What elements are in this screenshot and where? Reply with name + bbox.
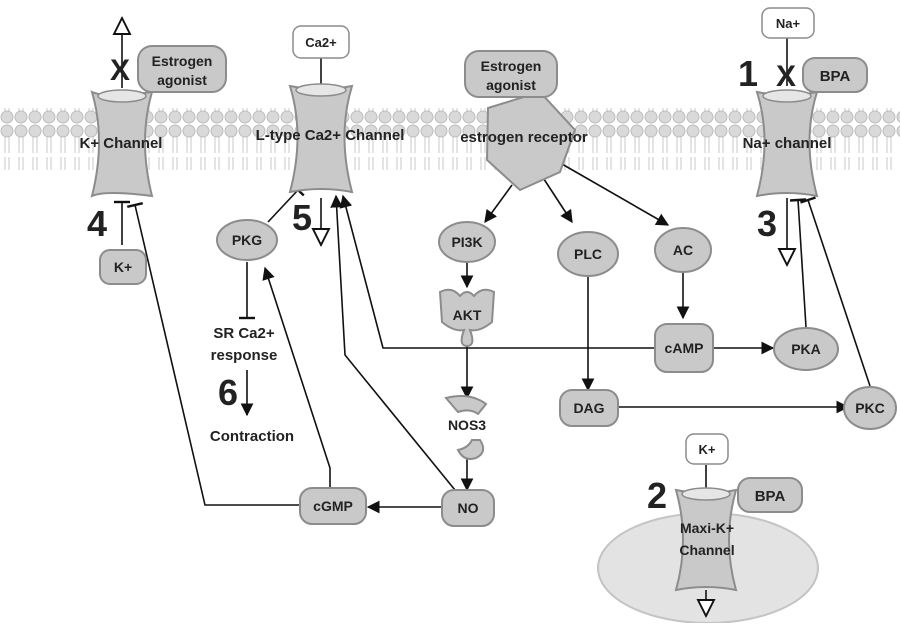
maxi-k-label-2: Channel [679,542,734,558]
na-channel [755,89,819,198]
pkg-node [216,219,278,261]
step-2: 2 [647,475,667,516]
cgmp-inhibits-k-channel [126,202,300,506]
bpa-na [802,57,868,93]
no-label: NO [458,500,479,516]
pka-node [773,327,839,371]
nos3-node [444,395,488,460]
pi3k-label: PI3K [451,234,482,250]
pi3k-node [438,221,496,263]
block-mark-k: X [110,54,130,87]
pkc-node [843,386,897,430]
dag-node [559,389,619,427]
er-to-pi3k [484,184,513,224]
dag-label: DAG [573,400,604,416]
akt-label: AKT [453,307,482,323]
step-4: 4 [87,203,107,244]
plc-node [557,231,619,277]
estrogen-agonist-k-line1: Estrogen [152,53,213,69]
ca2-ion-box [292,25,350,59]
pkg-label: PKG [232,232,262,248]
cgmp-node [299,487,367,525]
k-channel-label: K+ Channel [80,135,163,152]
sr-label-2: response [211,347,278,364]
pkc-label: PKC [855,400,885,416]
maxi-k-label-1: Maxi-K+ [680,520,734,536]
step-6: 6 [218,372,238,413]
estrogen-agonist-er [464,50,558,98]
estrogen-agonist-k [137,45,227,93]
ac-label: AC [673,242,693,258]
bpa-na-label: BPA [820,68,851,85]
l-type-ca2-channel [288,83,354,194]
pka-label: PKA [791,341,821,357]
step-3: 3 [757,203,777,244]
na-ion-box [761,7,815,39]
no-to-ltype [330,194,456,491]
pkc-inhibits-na [800,196,871,387]
ac-node [654,227,712,273]
step-1: 1 [738,53,758,94]
estrogen-agonist-er-line1: Estrogen [481,58,542,74]
estrogen-receptor-label: estrogen receptor [460,129,588,146]
cell-membrane [0,108,900,170]
no-node [441,489,495,527]
contraction-label: Contraction [210,428,294,445]
cgmp-to-pkg [262,266,331,488]
maxi-k-channel [674,487,738,592]
ca2-ion-label: Ca2+ [305,35,337,50]
na-ion-label: Na+ [776,16,801,31]
maxi-k-ion-label: K+ [699,442,716,457]
pkg-inhibits-ltype [267,183,305,223]
camp-to-ltype [339,194,655,349]
akt-node [438,288,496,348]
step-5: 5 [292,197,312,238]
bpa-maxi-k-label: BPA [755,488,786,505]
camp-label: cAMP [665,340,704,356]
k-channel [90,89,154,198]
maxi-k-ion-box [685,433,729,465]
plc-label: PLC [574,246,602,262]
ltype-channel-label: L-type Ca2+ Channel [256,127,405,144]
estrogen-agonist-er-line2: agonist [486,77,536,93]
nos3-label: NOS3 [448,417,486,433]
cgmp-label: cGMP [313,498,353,514]
pka-inhibits-na [789,198,807,328]
k-ion-label: K+ [114,259,132,275]
estrogen-agonist-k-line2: agonist [157,72,207,88]
er-to-ac [554,159,670,226]
na-channel-label: Na+ channel [743,135,832,152]
bpa-maxi-k [737,477,803,513]
sr-label-1: SR Ca2+ [213,325,275,342]
block-mark-na: X [776,60,796,93]
k-ion-box [99,249,147,285]
camp-node [654,323,714,373]
